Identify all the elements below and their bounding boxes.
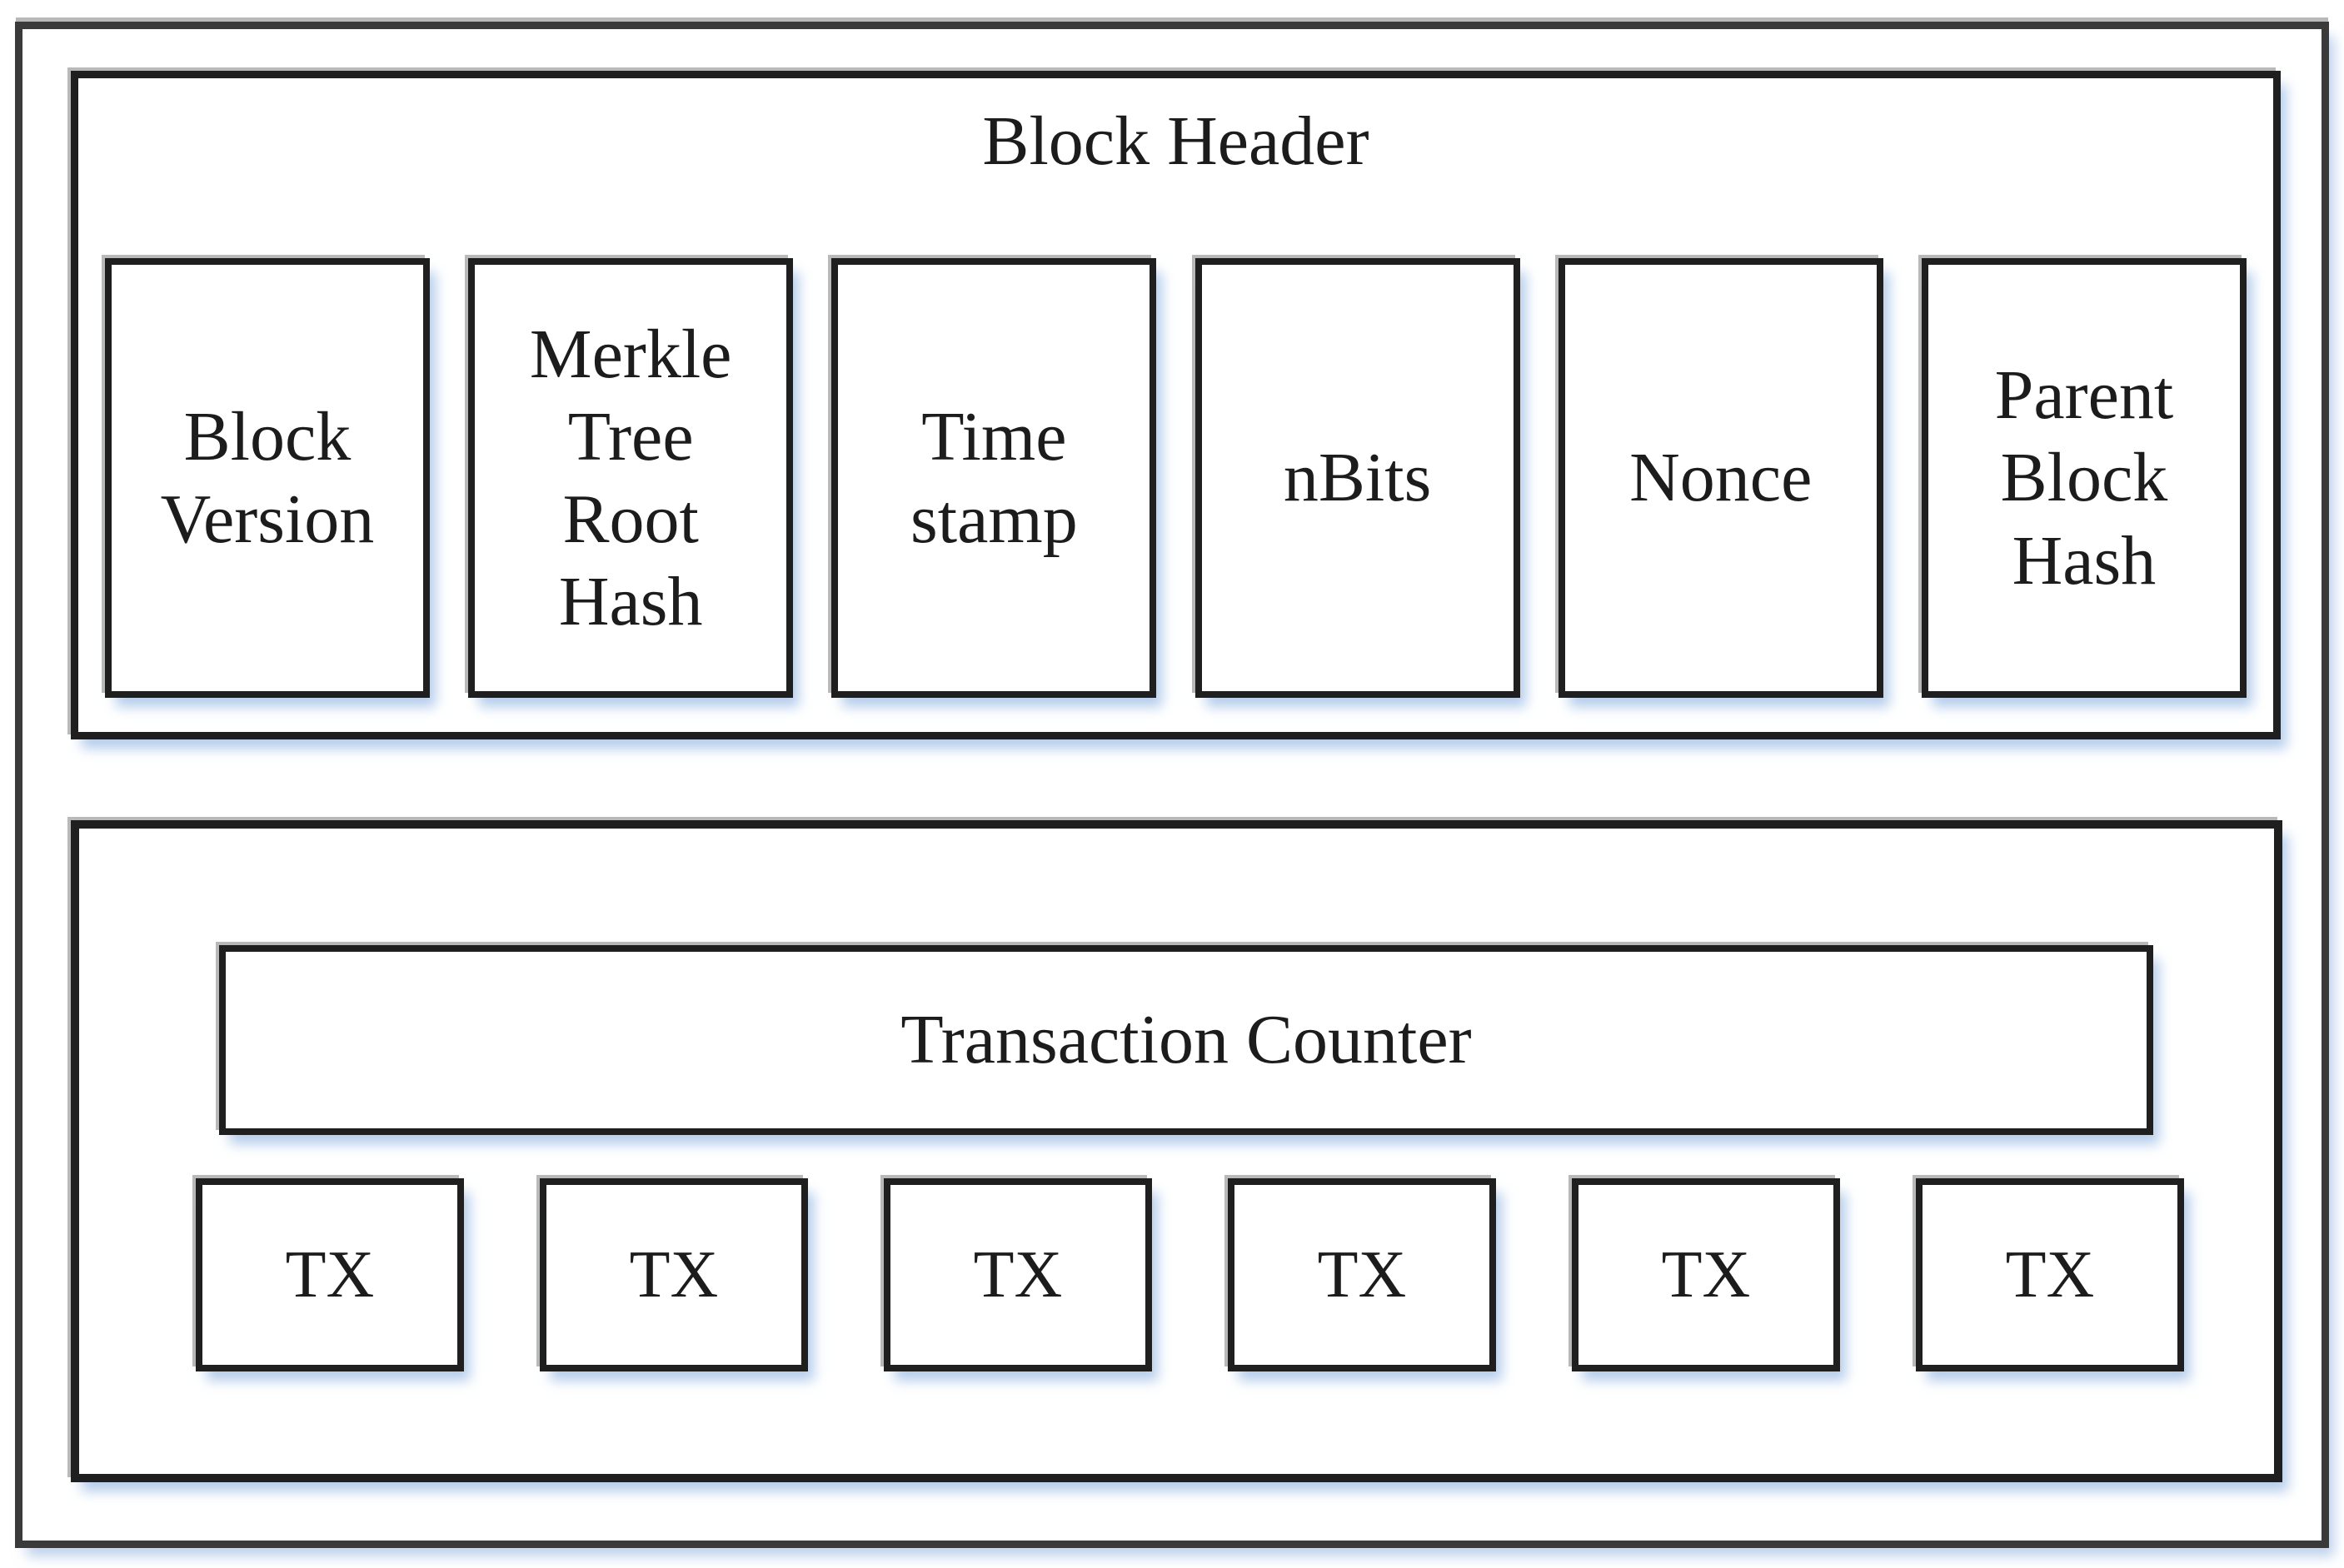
tx-label: TX	[285, 1237, 375, 1312]
tx-box: TX	[1572, 1178, 1840, 1371]
field-parent-block-hash-label: Parent Block Hash	[1994, 356, 2174, 600]
field-merkle-tree-root-hash: Merkle Tree Root Hash	[468, 258, 794, 698]
field-parent-block-hash: Parent Block Hash	[1921, 258, 2247, 698]
transaction-counter-box: Transaction Counter	[219, 945, 2153, 1135]
tx-row: TX TX TX TX TX TX	[196, 1178, 2184, 1371]
tx-label: TX	[629, 1237, 719, 1312]
field-nonce-label: Nonce	[1629, 439, 1813, 517]
block-header-title: Block Header	[982, 102, 1369, 180]
transaction-counter-label: Transaction Counter	[900, 1001, 1472, 1079]
tx-label: TX	[1661, 1237, 1751, 1312]
block-container: Block Header Block Version Merkle Tree R…	[15, 22, 2329, 1548]
tx-box: TX	[196, 1178, 464, 1371]
field-merkle-tree-root-hash-label: Merkle Tree Root Hash	[529, 315, 732, 641]
tx-box: TX	[1228, 1178, 1496, 1371]
field-timestamp: Time stamp	[831, 258, 1157, 698]
header-fields-row: Block Version Merkle Tree Root Hash Time…	[105, 258, 2247, 698]
field-nbits-label: nBits	[1283, 439, 1432, 517]
block-header-box: Block Header Block Version Merkle Tree R…	[71, 71, 2281, 739]
tx-label: TX	[973, 1237, 1063, 1312]
transactions-section: Transaction Counter TX TX TX TX TX	[71, 820, 2282, 1482]
field-timestamp-label: Time stamp	[910, 397, 1078, 558]
tx-box: TX	[884, 1178, 1152, 1371]
field-nbits: nBits	[1194, 258, 1520, 698]
field-nonce: Nonce	[1558, 258, 1883, 698]
field-block-version-label: Block Version	[160, 397, 375, 558]
tx-label: TX	[2005, 1237, 2095, 1312]
tx-label: TX	[1317, 1237, 1407, 1312]
tx-box: TX	[1916, 1178, 2184, 1371]
field-block-version: Block Version	[105, 258, 430, 698]
tx-box: TX	[540, 1178, 808, 1371]
